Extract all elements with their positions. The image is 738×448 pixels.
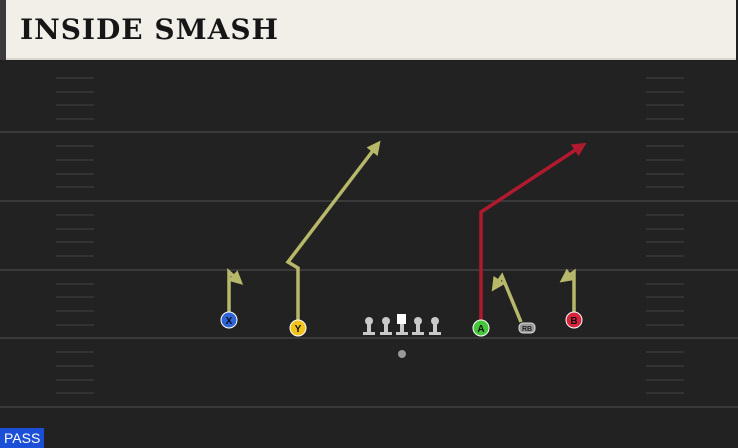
route-y <box>285 140 381 322</box>
lineman-icon <box>429 317 441 335</box>
field <box>0 62 738 448</box>
lineman-icon <box>363 317 375 335</box>
player-y-label: Y <box>295 324 302 335</box>
hash-marks-left <box>56 77 94 394</box>
title-accent <box>0 0 6 60</box>
offensive-line <box>363 314 441 335</box>
hash-marks-right <box>646 77 684 394</box>
center-icon <box>396 314 408 335</box>
player-b[interactable]: B <box>565 311 583 329</box>
lineman-icon <box>380 317 392 335</box>
route-rb <box>491 272 523 323</box>
play-type-badge: PASS <box>0 428 45 448</box>
play-title: INSIDE SMASH <box>20 13 279 46</box>
player-b-label: B <box>570 316 577 327</box>
route-b <box>559 268 576 314</box>
player-a[interactable]: A <box>472 319 490 337</box>
player-a-label: A <box>477 324 484 335</box>
lineman-icon <box>412 317 424 335</box>
player-x-label: X <box>226 316 233 327</box>
quarterback-icon <box>398 350 406 358</box>
routes <box>227 140 587 323</box>
yard-lines <box>0 131 738 408</box>
player-rb[interactable]: RB <box>518 322 536 334</box>
player-y[interactable]: Y <box>289 319 307 337</box>
player-x[interactable]: X <box>220 311 238 329</box>
route-x <box>227 268 244 314</box>
route-a <box>479 142 587 322</box>
title-bar: INSIDE SMASH <box>0 0 736 60</box>
player-rb-label: RB <box>522 326 532 333</box>
